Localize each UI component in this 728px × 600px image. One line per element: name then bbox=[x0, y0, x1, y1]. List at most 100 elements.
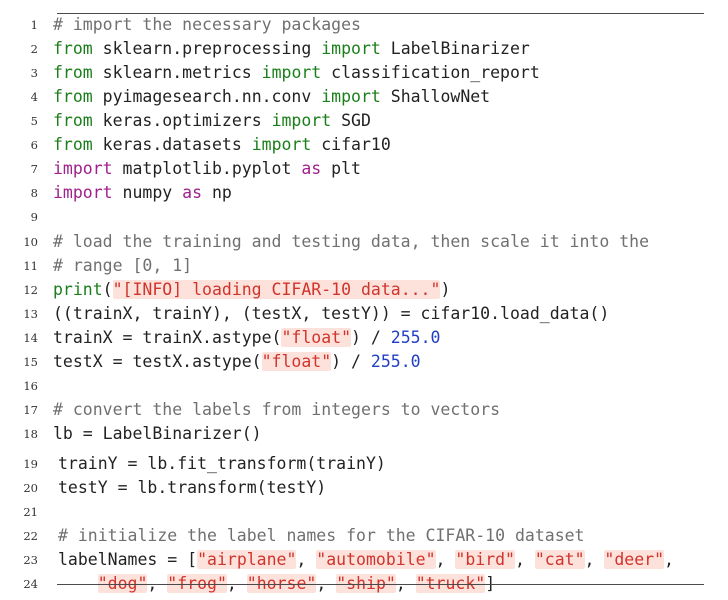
comment: # load the training and testing data, th… bbox=[53, 232, 650, 251]
code-text: ((trainX, trainY), (testX, testY)) = cif… bbox=[53, 302, 609, 326]
bottom-rule bbox=[57, 584, 704, 585]
keyword: as bbox=[301, 159, 322, 178]
code-text: from pyimagesearch.nn.conv import Shallo… bbox=[53, 85, 490, 109]
code-token: trainX = trainX.astype( bbox=[53, 328, 282, 347]
code-token: , bbox=[584, 550, 605, 569]
top-rule bbox=[57, 13, 704, 14]
code-token: keras.optimizers bbox=[92, 111, 272, 130]
code-token: ) / bbox=[331, 352, 371, 371]
line-number: 6 bbox=[30, 138, 38, 152]
comment: # import the necessary packages bbox=[53, 15, 361, 34]
string-literal: "truck" bbox=[415, 574, 486, 593]
code-token: ShallowNet bbox=[380, 87, 491, 106]
code-token: SGD bbox=[331, 111, 371, 130]
keyword: from bbox=[53, 135, 93, 154]
line-number: 12 bbox=[23, 283, 38, 297]
string-literal: "horse" bbox=[246, 574, 317, 593]
code-token: testX = testX.astype( bbox=[53, 352, 262, 371]
string-literal: "dog" bbox=[97, 574, 148, 593]
code-token: pyimagesearch.nn.conv bbox=[92, 87, 322, 106]
code-token: labelNames = [ bbox=[58, 550, 198, 569]
keyword: import bbox=[321, 39, 381, 58]
line-number: 17 bbox=[23, 403, 38, 417]
keyword: import bbox=[261, 63, 322, 82]
code-text: trainY = lb.fit_transform(trainY) bbox=[58, 452, 386, 476]
keyword: print bbox=[53, 280, 103, 299]
code-token: lb = LabelBinarizer() bbox=[53, 424, 262, 443]
code-token: numpy bbox=[112, 183, 183, 202]
line-number: 3 bbox=[30, 66, 38, 80]
number-literal: 255.0 bbox=[390, 328, 441, 347]
line-number: 4 bbox=[30, 90, 38, 104]
code-token: , bbox=[296, 550, 317, 569]
string-literal: "frog" bbox=[167, 574, 227, 593]
keyword: import bbox=[53, 183, 113, 202]
code-token: keras.datasets bbox=[92, 135, 252, 154]
line-number: 5 bbox=[30, 114, 38, 128]
code-text: # load the training and testing data, th… bbox=[53, 230, 649, 254]
code-token: testY = lb.transform(testY) bbox=[58, 478, 327, 497]
code-text: from sklearn.metrics import classificati… bbox=[53, 61, 540, 85]
code-token: np bbox=[202, 183, 232, 202]
line-number: 23 bbox=[23, 553, 38, 567]
line-number: 18 bbox=[23, 427, 38, 441]
code-text: import numpy as np bbox=[53, 181, 232, 205]
code-text: lb = LabelBinarizer() bbox=[53, 422, 262, 446]
keyword: import bbox=[321, 87, 381, 106]
keyword: from bbox=[53, 87, 93, 106]
code-token: cifar10 bbox=[311, 135, 391, 154]
string-literal: "[INFO] loading CIFAR-10 data..." bbox=[112, 280, 441, 299]
keyword: import bbox=[271, 111, 332, 130]
string-literal: "deer" bbox=[604, 550, 665, 569]
code-text: # range [0, 1] bbox=[53, 254, 192, 278]
code-token: classification_report bbox=[321, 63, 540, 82]
string-literal: "float" bbox=[281, 328, 352, 347]
code-text: labelNames = ["airplane", "automobile", … bbox=[58, 548, 674, 572]
line-number: 19 bbox=[23, 457, 38, 471]
code-text: # import the necessary packages bbox=[53, 13, 361, 37]
keyword: as bbox=[182, 183, 203, 202]
code-token: , bbox=[147, 574, 168, 593]
comment: # initialize the label names for the CIF… bbox=[58, 526, 585, 545]
code-token: plt bbox=[321, 159, 361, 178]
number-literal: 255.0 bbox=[370, 352, 421, 371]
code-token: , bbox=[515, 550, 535, 569]
code-token: LabelBinarizer bbox=[380, 39, 530, 58]
string-literal: "automobile" bbox=[316, 550, 436, 569]
line-number: 15 bbox=[23, 355, 38, 369]
code-token: trainY = lb.fit_transform(trainY) bbox=[58, 454, 386, 473]
line-number: 22 bbox=[23, 529, 38, 543]
string-literal: "float" bbox=[261, 352, 332, 371]
code-token: , bbox=[435, 550, 456, 569]
line-number: 21 bbox=[23, 505, 38, 519]
line-number: 14 bbox=[23, 331, 38, 345]
keyword: from bbox=[53, 39, 93, 58]
code-token: ] bbox=[485, 574, 496, 593]
line-number: 8 bbox=[30, 186, 38, 200]
code-text: # initialize the label names for the CIF… bbox=[58, 524, 585, 548]
code-text: # convert the labels from integers to ve… bbox=[53, 398, 500, 422]
keyword: import bbox=[53, 159, 113, 178]
code-text: print("[INFO] loading CIFAR-10 data...") bbox=[53, 278, 450, 302]
string-literal: "cat" bbox=[534, 550, 585, 569]
code-token: matplotlib.pyplot bbox=[112, 159, 302, 178]
code-text: from sklearn.preprocessing import LabelB… bbox=[53, 37, 530, 61]
code-token: ((trainX, trainY), (testX, testY)) = cif… bbox=[53, 304, 610, 323]
code-token: ( bbox=[102, 280, 113, 299]
code-token: sklearn.metrics bbox=[92, 63, 262, 82]
code-token: , bbox=[316, 574, 337, 593]
code-text: "dog", "frog", "horse", "ship", "truck"] bbox=[58, 572, 495, 596]
code-token: sklearn.preprocessing bbox=[92, 39, 322, 58]
keyword: from bbox=[53, 111, 93, 130]
line-number: 20 bbox=[23, 481, 38, 495]
line-number: 2 bbox=[30, 42, 38, 56]
code-text: from keras.optimizers import SGD bbox=[53, 109, 371, 133]
line-number: 11 bbox=[23, 259, 38, 273]
string-literal: "airplane" bbox=[197, 550, 297, 569]
code-token: ) bbox=[440, 280, 451, 299]
code-token: , bbox=[226, 574, 247, 593]
string-literal: "ship" bbox=[336, 574, 396, 593]
line-number: 10 bbox=[23, 235, 38, 249]
line-number: 9 bbox=[30, 210, 38, 224]
